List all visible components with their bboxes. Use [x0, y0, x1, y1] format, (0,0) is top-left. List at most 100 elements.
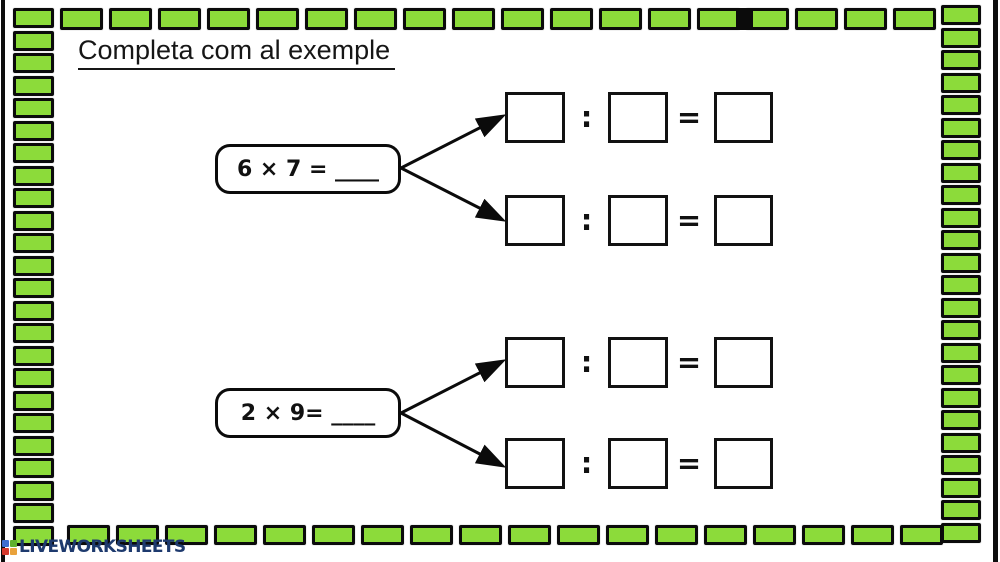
- border-domino: [697, 8, 740, 30]
- border-domino: [13, 210, 54, 231]
- equals-sign: =: [676, 203, 702, 237]
- border-domino: [941, 72, 981, 93]
- equals-sign: =: [676, 345, 702, 379]
- border-domino: [13, 300, 54, 321]
- frame-line-right: [993, 0, 998, 562]
- border-domino: [557, 525, 600, 545]
- border-domino: [941, 5, 981, 25]
- border-domino: [900, 525, 943, 545]
- border-black-gap: [736, 8, 753, 30]
- border-domino: [13, 503, 54, 523]
- border-domino: [941, 207, 981, 228]
- division-sign: :: [580, 203, 593, 237]
- border-domino: [606, 525, 649, 545]
- border-domino: [704, 525, 747, 545]
- border-domino: [13, 53, 54, 73]
- border-domino: [13, 120, 54, 141]
- border-domino: [753, 525, 796, 545]
- border-domino: [13, 75, 54, 96]
- border-domino: [158, 8, 201, 30]
- liveworksheets-wordmark: LIVEWORKSHEETS: [19, 537, 186, 557]
- arrows-problem-2: [400, 359, 507, 468]
- division-sign: :: [580, 100, 593, 134]
- border-domino: [116, 525, 159, 545]
- border-domino: [851, 525, 894, 545]
- border-domino: [941, 297, 981, 318]
- answer-box-quotient[interactable]: [714, 438, 773, 489]
- border-domino: [403, 8, 446, 30]
- border-domino: [941, 365, 981, 385]
- border-domino: [13, 255, 54, 276]
- border-domino: [13, 480, 54, 501]
- border-domino: [452, 8, 495, 30]
- answer-box-quotient[interactable]: [714, 92, 773, 143]
- border-domino: [256, 8, 299, 30]
- border-domino: [13, 233, 54, 253]
- answer-box-quotient[interactable]: [714, 337, 773, 388]
- logo-square-orange: [10, 548, 17, 555]
- liveworksheets-logo[interactable]: LIVEWORKSHEETS: [2, 539, 186, 556]
- equation-row-3: : =: [505, 337, 780, 388]
- border-domino: [941, 27, 981, 48]
- logo-square-green: [10, 540, 17, 547]
- border-domino: [13, 323, 54, 343]
- border-domino: [13, 458, 54, 478]
- border-domino: [893, 8, 936, 30]
- border-domino: [263, 525, 306, 545]
- liveworksheets-logo-icon: [2, 540, 17, 555]
- border-domino: [941, 432, 981, 453]
- answer-box-dividend[interactable]: [505, 195, 565, 246]
- problem-1-label: 6 × 7 = ____: [215, 144, 401, 194]
- answer-box-dividend[interactable]: [505, 92, 565, 143]
- border-domino: [13, 368, 54, 388]
- border-domino: [214, 525, 257, 545]
- border-domino: [941, 162, 981, 183]
- border-domino: [13, 165, 54, 186]
- border-domino: [802, 525, 845, 545]
- frame-line-left: [1, 0, 5, 562]
- division-sign: :: [580, 446, 593, 480]
- border-domino: [109, 8, 152, 30]
- border-domino: [941, 117, 981, 138]
- border-domino: [941, 500, 981, 520]
- answer-box-divisor[interactable]: [608, 195, 668, 246]
- border-domino: [941, 185, 981, 205]
- border-domino: [13, 413, 54, 433]
- problem-2-label: 2 × 9= ____: [215, 388, 401, 438]
- border-domino: [941, 252, 981, 273]
- logo-square-red: [2, 548, 9, 555]
- border-domino: [941, 275, 981, 295]
- border-domino: [550, 8, 593, 30]
- border-domino: [13, 525, 54, 546]
- answer-box-dividend[interactable]: [505, 337, 565, 388]
- border-domino: [13, 435, 54, 456]
- answer-box-divisor[interactable]: [608, 438, 668, 489]
- border-domino: [599, 8, 642, 30]
- equals-sign: =: [676, 446, 702, 480]
- answer-box-quotient[interactable]: [714, 195, 773, 246]
- border-domino: [941, 387, 981, 408]
- border-domino: [354, 8, 397, 30]
- border-domino: [305, 8, 348, 30]
- logo-square-blue: [2, 540, 9, 547]
- answer-box-divisor[interactable]: [608, 337, 668, 388]
- answer-box-divisor[interactable]: [608, 92, 668, 143]
- border-domino: [941, 522, 981, 543]
- border-domino: [13, 390, 54, 411]
- border-domino: [67, 525, 110, 545]
- border-domino: [941, 230, 981, 250]
- border-domino: [941, 342, 981, 363]
- border-domino: [13, 98, 54, 118]
- border-domino: [508, 525, 551, 545]
- answer-box-dividend[interactable]: [505, 438, 565, 489]
- border-domino: [941, 410, 981, 430]
- border-domino: [941, 320, 981, 340]
- border-domino: [941, 477, 981, 498]
- border-domino: [795, 8, 838, 30]
- border-domino: [459, 525, 502, 545]
- division-sign: :: [580, 345, 593, 379]
- border-domino: [410, 525, 453, 545]
- border-domino: [941, 95, 981, 115]
- border-domino: [60, 8, 103, 30]
